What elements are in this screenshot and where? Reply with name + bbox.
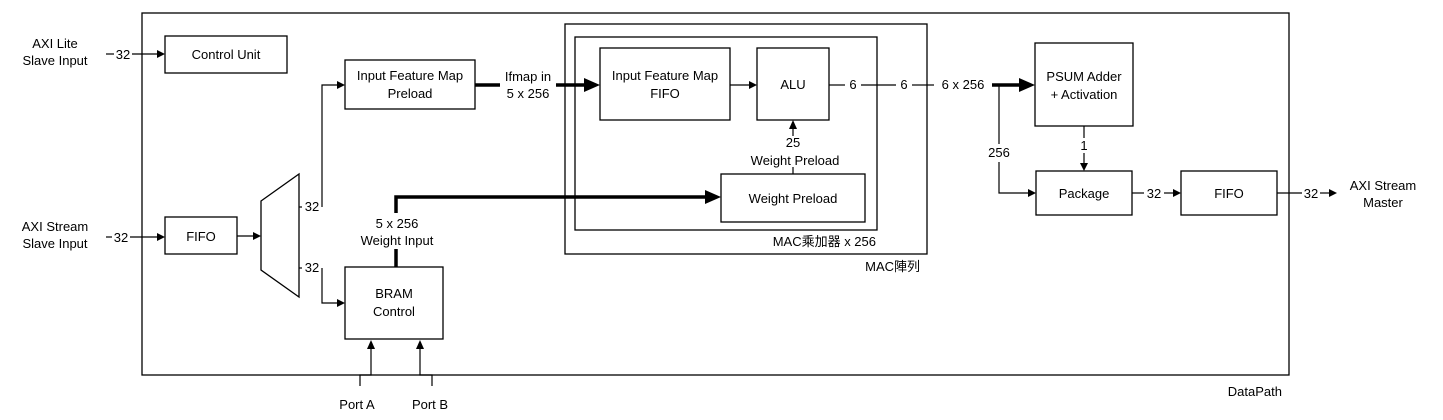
- master-width-label: 32: [1304, 186, 1318, 201]
- mac-unit-frame: [574, 36, 878, 231]
- psum-branch-wire-b: [998, 162, 1028, 194]
- ifmap-fifo-label-1: Input Feature Map: [612, 68, 718, 83]
- ifmap-preload-label-2: Preload: [388, 86, 433, 101]
- alu-out-label-b: 6: [900, 77, 907, 92]
- fifo-to-alu-arrow: [749, 81, 757, 89]
- port-b-arrow: [416, 340, 424, 349]
- package-block: Package: [1035, 170, 1133, 216]
- bram-control-label-1: BRAM: [375, 286, 413, 301]
- weight-preload-block: Weight Preload: [720, 173, 866, 223]
- port-b-wire: [419, 349, 433, 386]
- fifo-to-demux-arrow: [253, 232, 261, 240]
- axi-stream-input-label-1: AXI Stream: [22, 219, 88, 234]
- ifmap-preload-label-1: Input Feature Map: [357, 68, 463, 83]
- weight-bus-label-1: 5 x 256: [376, 216, 419, 231]
- package-out-label: 32: [1147, 186, 1161, 201]
- fifo-out-label: FIFO: [1214, 186, 1244, 201]
- master-arrow: [1329, 189, 1337, 197]
- port-a-arrow: [367, 340, 375, 349]
- axi-master-label-1: AXI Stream: [1350, 178, 1416, 193]
- psum-to-package-label: 1: [1080, 138, 1087, 153]
- axi-lite-arrow: [157, 50, 165, 58]
- fifo-in-block: FIFO: [164, 216, 238, 255]
- fifo-in-label: FIFO: [186, 229, 216, 244]
- axi-lite-width-label: 32: [116, 47, 130, 62]
- control-unit-block: Control Unit: [164, 35, 288, 74]
- weight-bus: [394, 195, 707, 267]
- port-a-wire: [359, 349, 372, 386]
- mac-out-bus-arrow: [1019, 78, 1035, 92]
- psum-branch-label: 256: [988, 145, 1010, 160]
- demux-top-wire-b: [321, 84, 338, 207]
- weight-preload-label: Weight Preload: [749, 191, 838, 206]
- alu-block: ALU: [756, 47, 830, 121]
- datapath-frame: [141, 12, 1290, 376]
- port-a-label: Port A: [339, 397, 375, 412]
- package-out-arrow: [1173, 189, 1181, 197]
- ifmap-preload-block: Input Feature Map Preload: [344, 59, 476, 110]
- package-label: Package: [1059, 186, 1110, 201]
- alu-label: ALU: [780, 77, 805, 92]
- axi-stream-width-label: 32: [114, 230, 128, 245]
- psum-adder-block: PSUM Adder + Activation: [1034, 42, 1134, 127]
- psum-branch-arrow: [1028, 189, 1036, 197]
- mac-array-frame: [564, 23, 928, 255]
- ifmap-bus-label-1: Ifmap in: [505, 69, 551, 84]
- weight-to-alu-arrow: [789, 120, 797, 129]
- datapath-label: DataPath: [1228, 384, 1282, 399]
- stream-demux: [260, 172, 300, 299]
- axi-stream-arrow: [157, 233, 165, 241]
- port-b-label: Port B: [412, 397, 448, 412]
- alu-weight-label-2: Weight Preload: [751, 153, 840, 168]
- mac-out-label: 6 x 256: [942, 77, 985, 92]
- ifmap-fifo-label-2: FIFO: [650, 86, 680, 101]
- weight-bus-label-2: Weight Input: [361, 233, 434, 248]
- demux-bottom-wire-b: [321, 268, 338, 304]
- bram-control-block: BRAM Control: [344, 266, 444, 340]
- axi-lite-input-label-2: Slave Input: [22, 53, 87, 68]
- ifmap-bus-label-2: 5 x 256: [507, 86, 550, 101]
- demux-bottom-width-label: 32: [305, 260, 319, 275]
- psum-to-package-arrow: [1080, 163, 1088, 171]
- demux-bottom-arrow: [337, 299, 345, 307]
- demux-top-width-label: 32: [305, 199, 319, 214]
- alu-out-label-a: 6: [849, 77, 856, 92]
- psum-adder-label-2: + Activation: [1051, 87, 1118, 102]
- ifmap-bus-arrow: [584, 78, 600, 92]
- fifo-out-block: FIFO: [1180, 170, 1278, 216]
- axi-lite-input-label-1: AXI Lite: [32, 36, 78, 51]
- mac-unit-label: MAC乘加器 x 256: [773, 234, 876, 249]
- control-unit-label: Control Unit: [192, 47, 261, 62]
- axi-master-label-2: Master: [1363, 195, 1403, 210]
- axi-stream-input-label-2: Slave Input: [22, 236, 87, 251]
- mac-array-label: MAC陣列: [865, 259, 920, 274]
- demux-top-arrow: [337, 81, 345, 89]
- bram-control-label-2: Control: [373, 304, 415, 319]
- weight-bus-arrow: [705, 190, 721, 204]
- alu-weight-label-1: 25: [786, 135, 800, 150]
- ifmap-fifo-block: Input Feature Map FIFO: [599, 47, 731, 121]
- psum-adder-label-1: PSUM Adder: [1046, 69, 1122, 84]
